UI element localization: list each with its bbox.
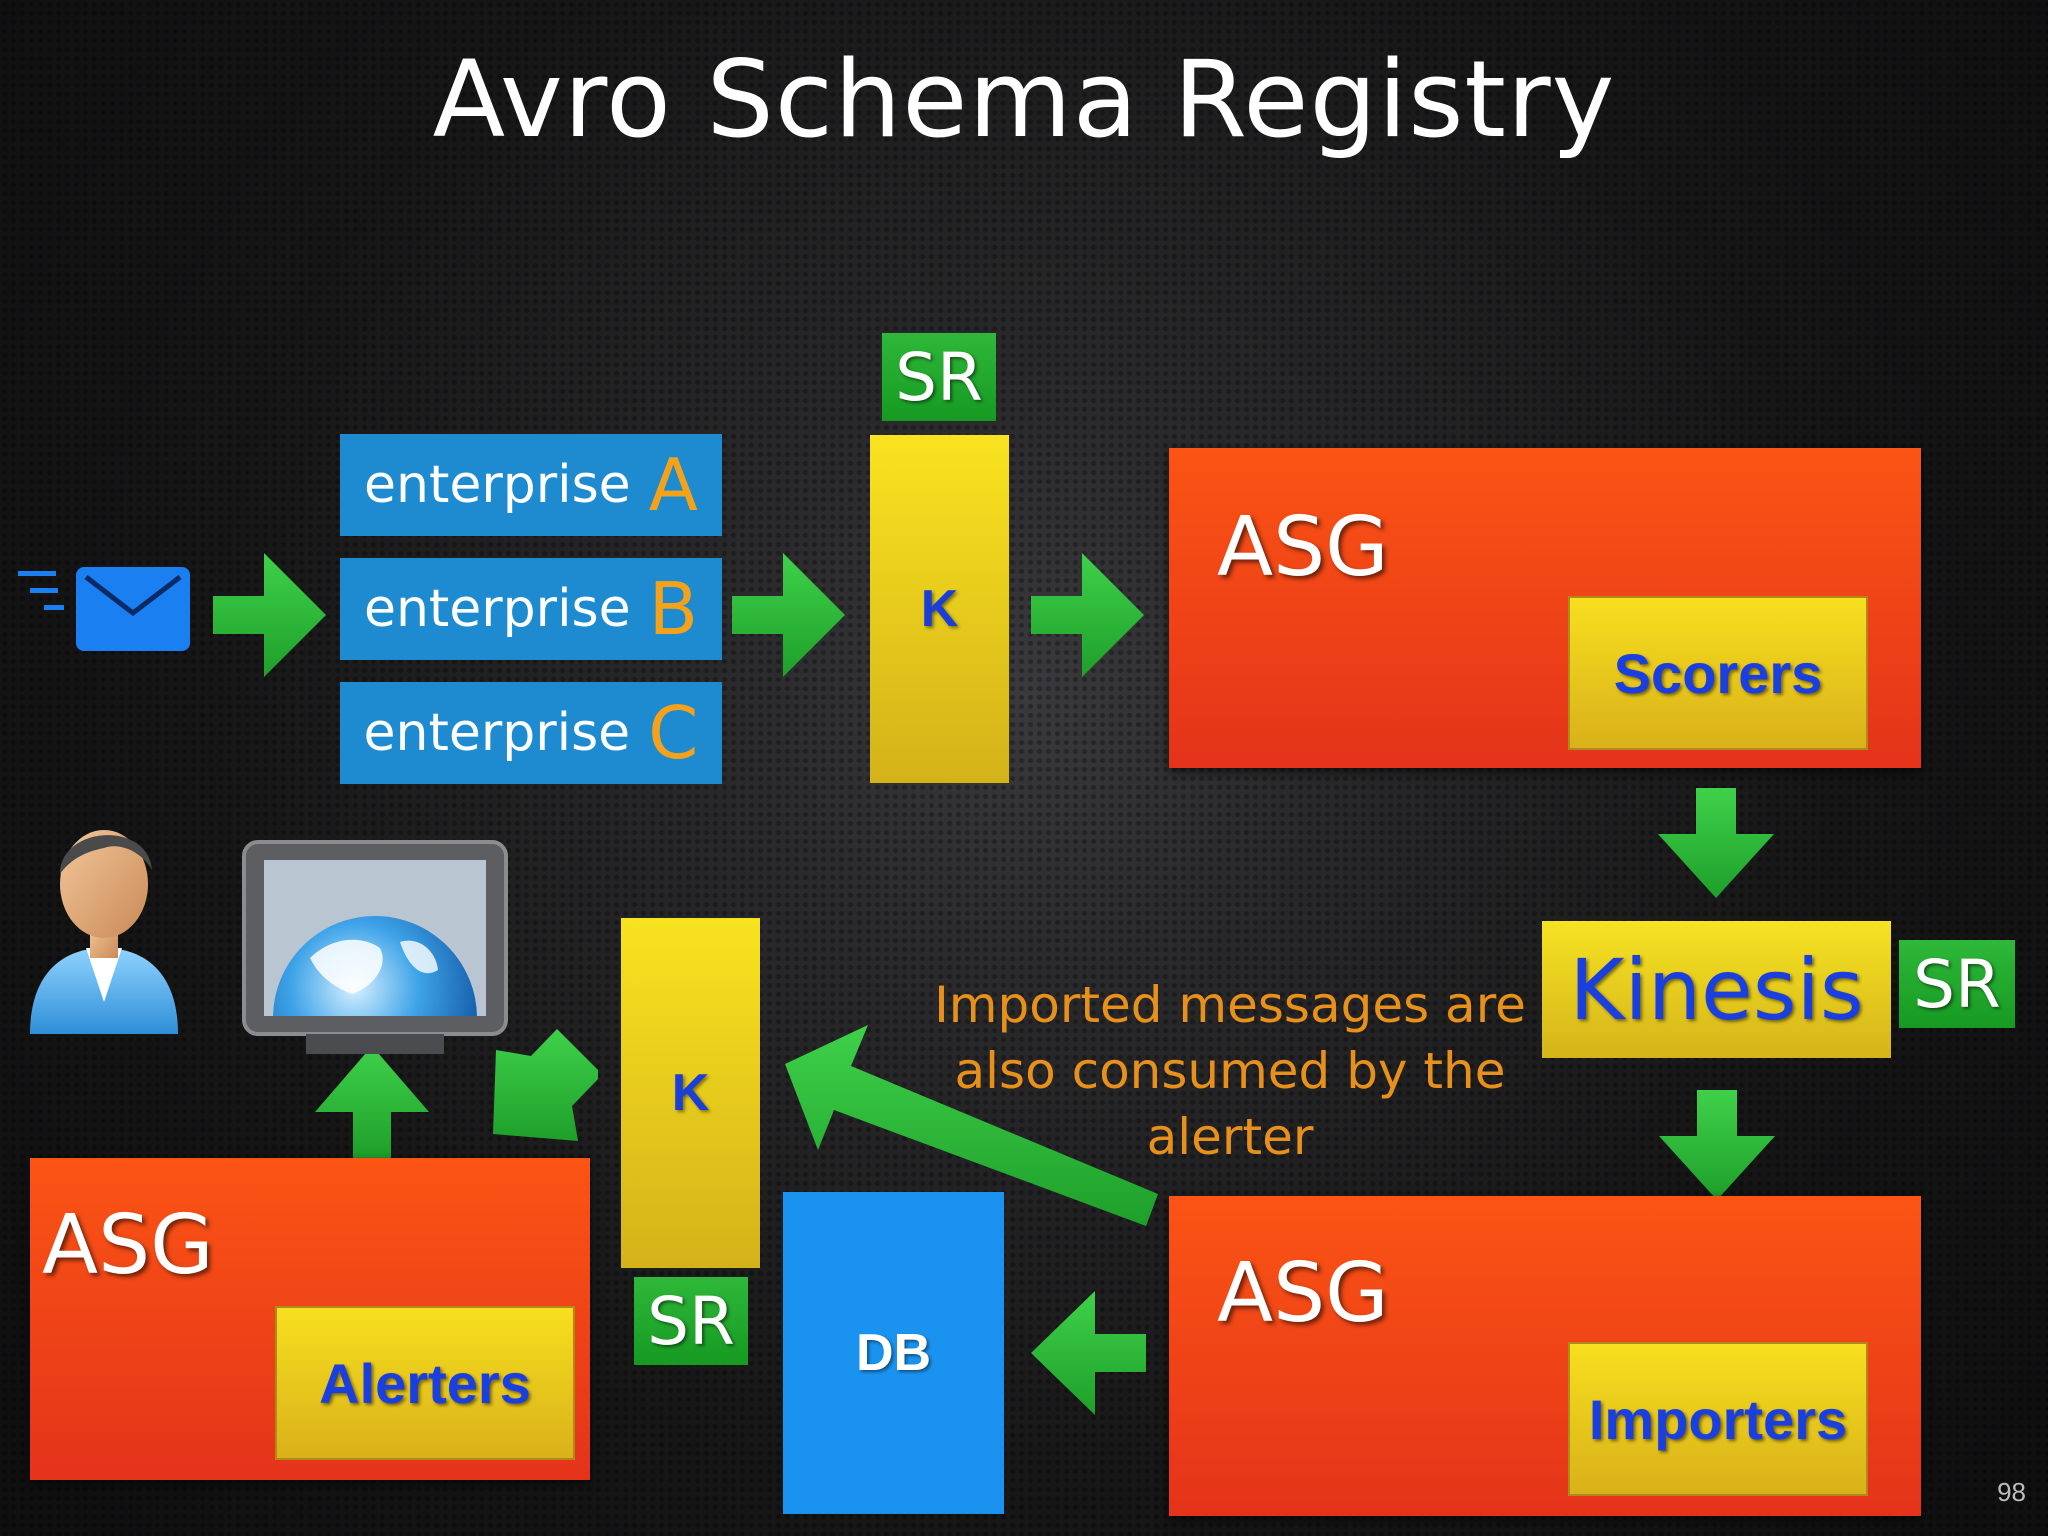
arrow-k-to-alerters-head	[493, 1029, 598, 1141]
importers-box: Importers	[1568, 1342, 1868, 1496]
scorers-box: Scorers	[1568, 596, 1868, 750]
arrow-importers-to-k	[785, 1025, 1158, 1226]
sr-kinesis: SR	[1899, 940, 2015, 1028]
page-number: 98	[1997, 1477, 2026, 1507]
user-icon	[24, 812, 184, 1038]
enterprise-c: enterprise C	[340, 682, 722, 784]
kinesis-box: Kinesis	[1542, 921, 1891, 1058]
globe-monitor-icon	[240, 838, 510, 1058]
arrow-enterprise-to-k	[732, 553, 845, 677]
arrow-scorers-to-kinesis	[1658, 788, 1774, 898]
asg-label: ASG	[1217, 500, 1389, 595]
asg-label: ASG	[42, 1198, 214, 1293]
slide-title: Avro Schema Registry	[432, 38, 1616, 161]
sr-bottom: SR	[634, 1277, 748, 1365]
enterprise-letter: A	[648, 443, 698, 527]
asg-importers: ASG Importers	[1169, 1196, 1921, 1516]
arrow-importers-to-db	[1031, 1291, 1146, 1415]
arrow-kinesis-to-importers	[1659, 1090, 1775, 1200]
enterprise-word: enterprise	[363, 703, 631, 763]
enterprise-word: enterprise	[363, 579, 631, 639]
annotation-note: Imported messages are also consumed by t…	[916, 972, 1544, 1170]
enterprise-letter: C	[648, 691, 699, 775]
sr-top: SR	[882, 333, 996, 421]
asg-scorers: ASG Scorers	[1169, 448, 1921, 768]
arrow-alerters-to-monitor	[315, 1046, 429, 1158]
note-line: alerter	[1146, 1108, 1314, 1166]
arrow-k-to-asg	[1031, 553, 1144, 677]
kafka-top: K	[870, 435, 1009, 783]
note-line: Imported messages are	[934, 976, 1526, 1034]
enterprise-word: enterprise	[364, 455, 631, 515]
envelope-icon	[14, 563, 194, 653]
asg-alerters: ASG Alerters	[30, 1158, 590, 1480]
enterprise-a: enterprise A	[340, 434, 722, 536]
db-box: DB	[783, 1192, 1004, 1514]
alerters-box: Alerters	[275, 1306, 575, 1460]
note-line: also consumed by the	[954, 1042, 1506, 1100]
asg-label: ASG	[1217, 1246, 1389, 1341]
arrow-mail-to-enterprise	[213, 553, 326, 677]
kafka-bottom: K	[621, 918, 760, 1268]
enterprise-letter: B	[648, 567, 699, 651]
enterprise-b: enterprise B	[340, 558, 722, 660]
